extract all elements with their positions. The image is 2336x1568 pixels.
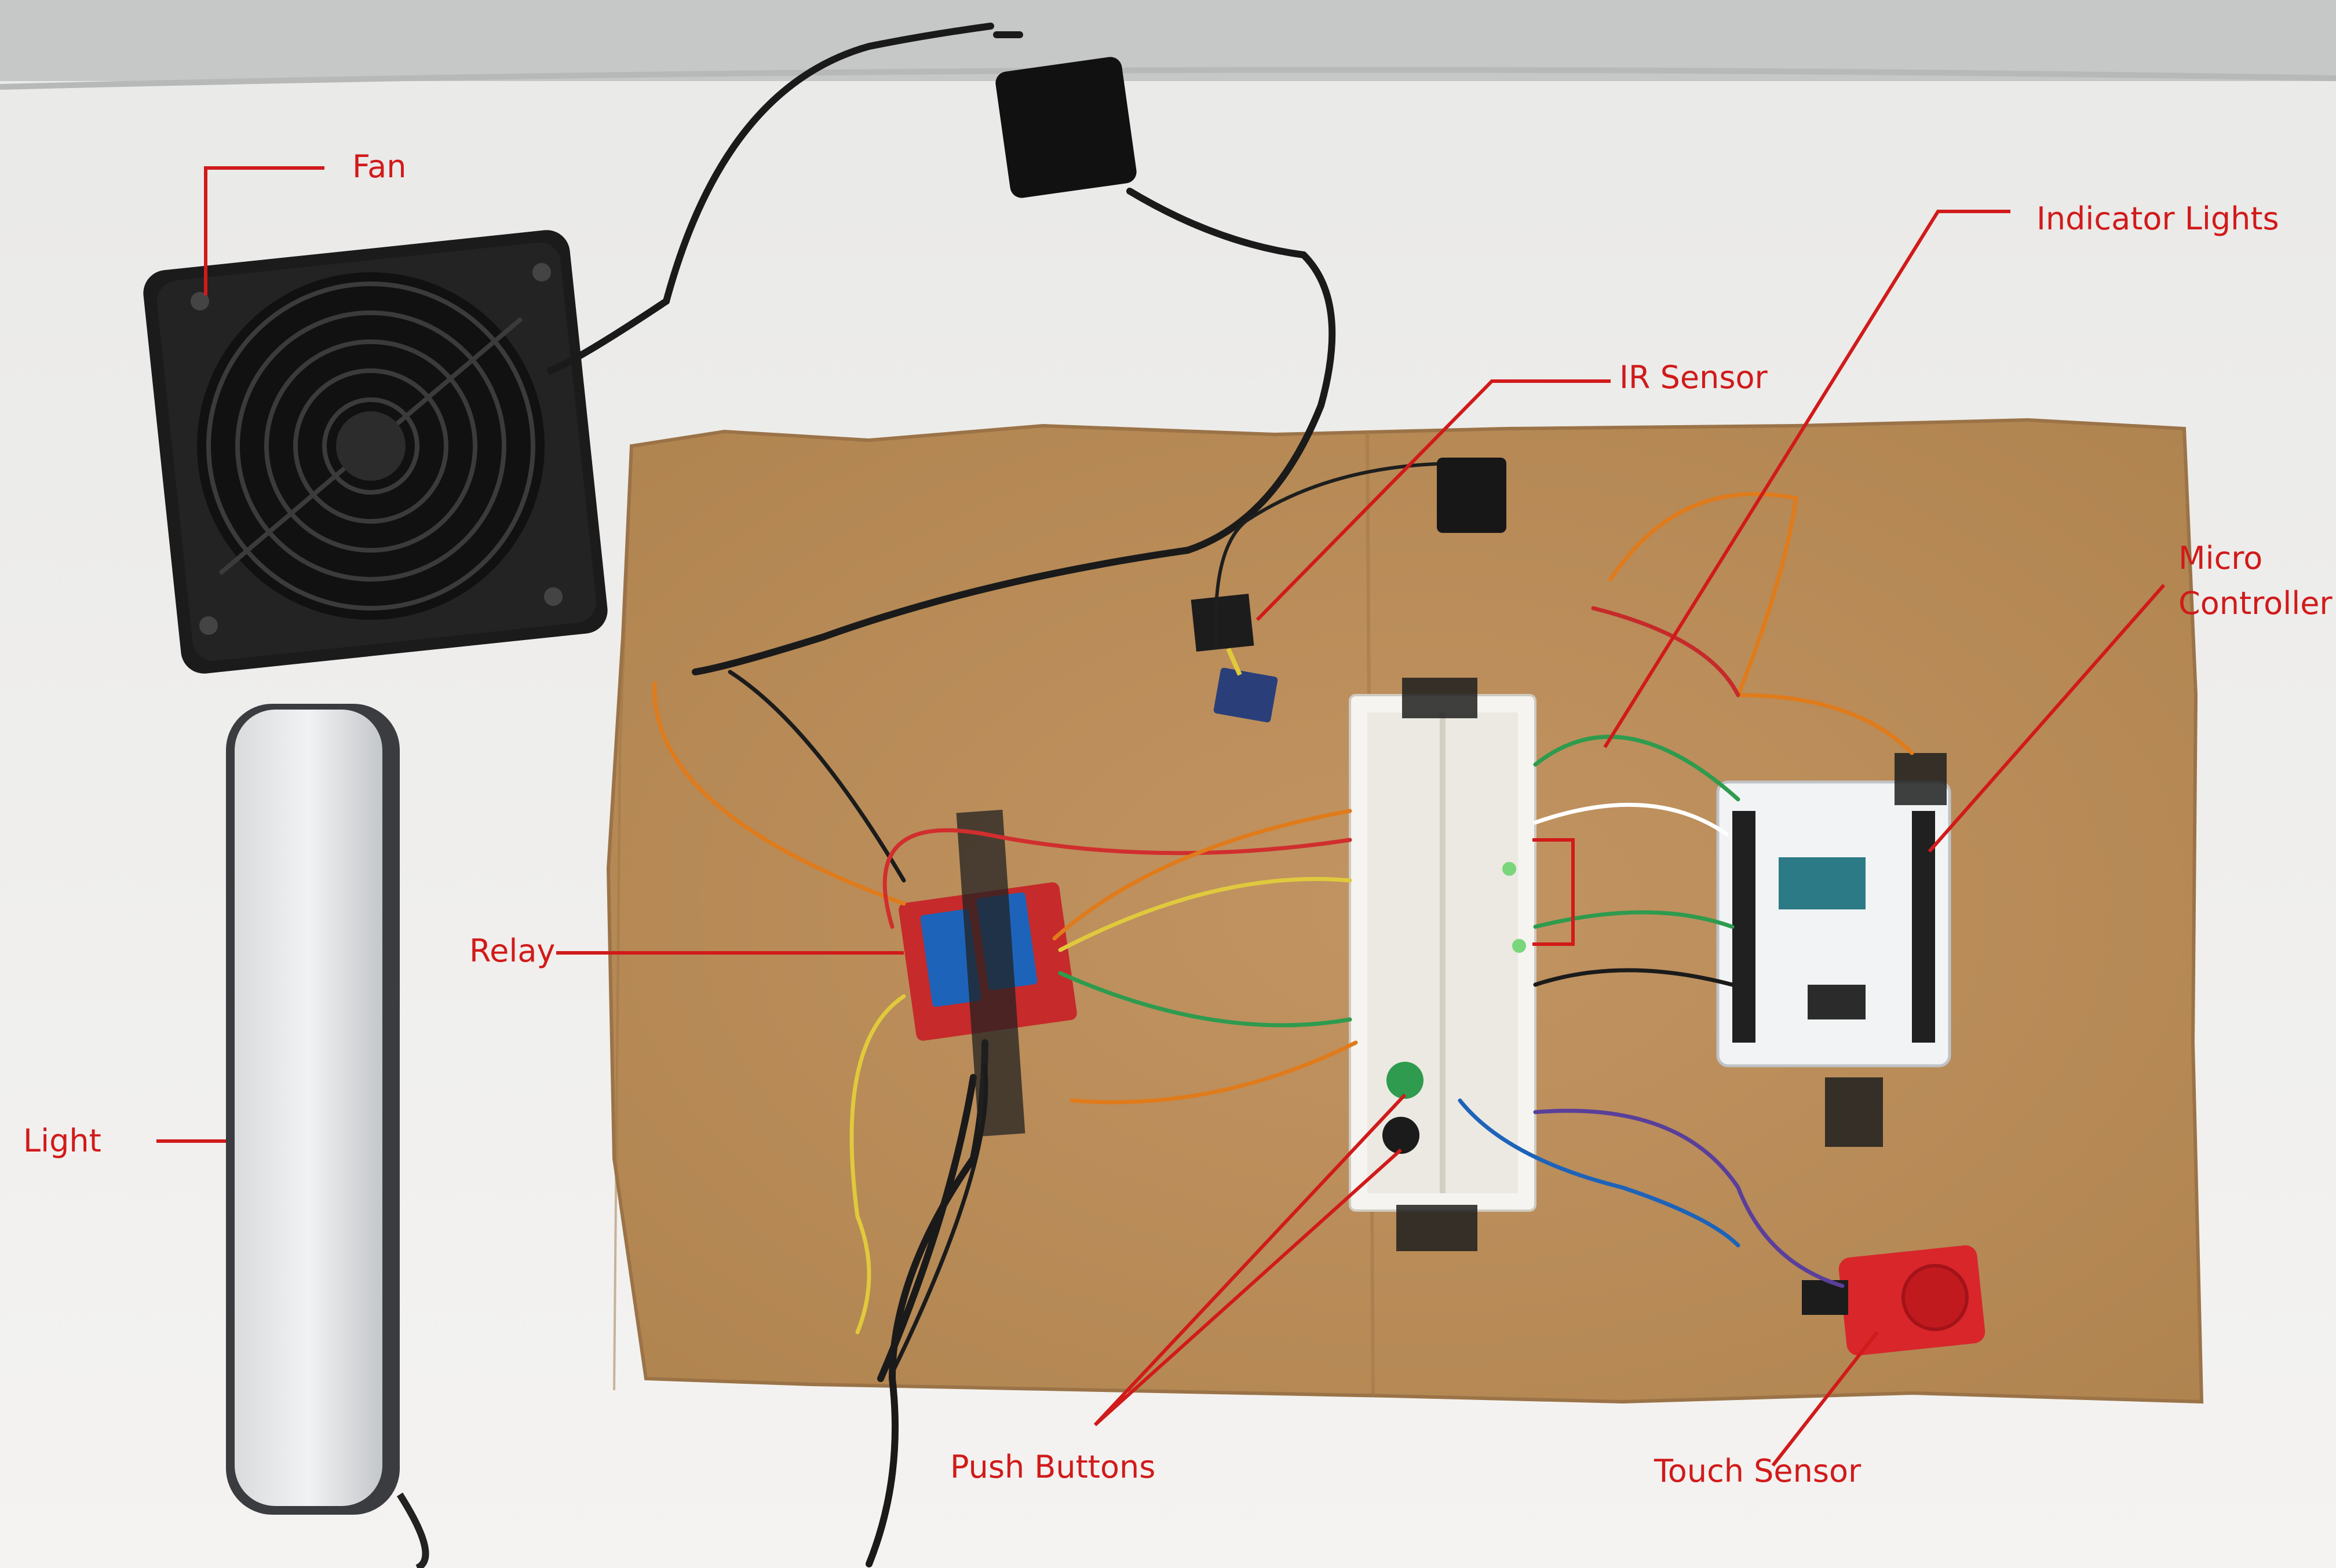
- touch-sensor-label: Touch Sensor: [1654, 1453, 1862, 1489]
- touch-sensor-leader-line: [1771, 1331, 1879, 1467]
- micro-controller-label-line1: Micro: [2178, 540, 2263, 576]
- indicator-lights-label: Indicator Lights: [2036, 200, 2279, 237]
- relay-label: Relay: [469, 933, 556, 969]
- ir-sensor-module: [1191, 458, 1506, 723]
- light-label: Light: [23, 1123, 101, 1159]
- ir-sensor-leader-line: [1255, 379, 1611, 622]
- push-button-green: [1386, 1062, 1424, 1099]
- fan-label: Fan: [352, 148, 407, 185]
- annotation-lines: [156, 166, 2166, 1467]
- push-buttons-leader-line-2: [1093, 1148, 1403, 1427]
- breadboard: [1349, 678, 1536, 1251]
- indicator-bracket-line: [1532, 838, 1575, 946]
- ir-sensor-label: IR Sensor: [1619, 359, 1768, 396]
- microcontroller-board: [1716, 753, 1951, 1147]
- indicator-led-2: [1512, 939, 1526, 953]
- table-edge: [0, 67, 2336, 90]
- micro-controller-label: Micro Controller: [2178, 536, 2333, 627]
- micro-controller-leader-line: [1928, 584, 2166, 853]
- indicator-lights-leader-line: [1603, 210, 2010, 748]
- fan-device: [143, 230, 608, 674]
- touch-sensor-module: [1802, 1245, 1985, 1356]
- push-button-black: [1382, 1117, 1419, 1154]
- power-switch: [995, 57, 1137, 198]
- jumper-wires: [652, 492, 1914, 1375]
- micro-controller-label-line2: Controller: [2178, 585, 2333, 622]
- power-cables: [547, 23, 1336, 1567]
- indicator-led-1: [1502, 862, 1516, 876]
- fan-leader-line: [204, 166, 324, 295]
- push-buttons-label: Push Buttons: [950, 1449, 1156, 1485]
- relay-module: [899, 809, 1077, 1137]
- light-bar-device: [226, 704, 429, 1568]
- push-buttons-leader-line-1: [1093, 1093, 1407, 1427]
